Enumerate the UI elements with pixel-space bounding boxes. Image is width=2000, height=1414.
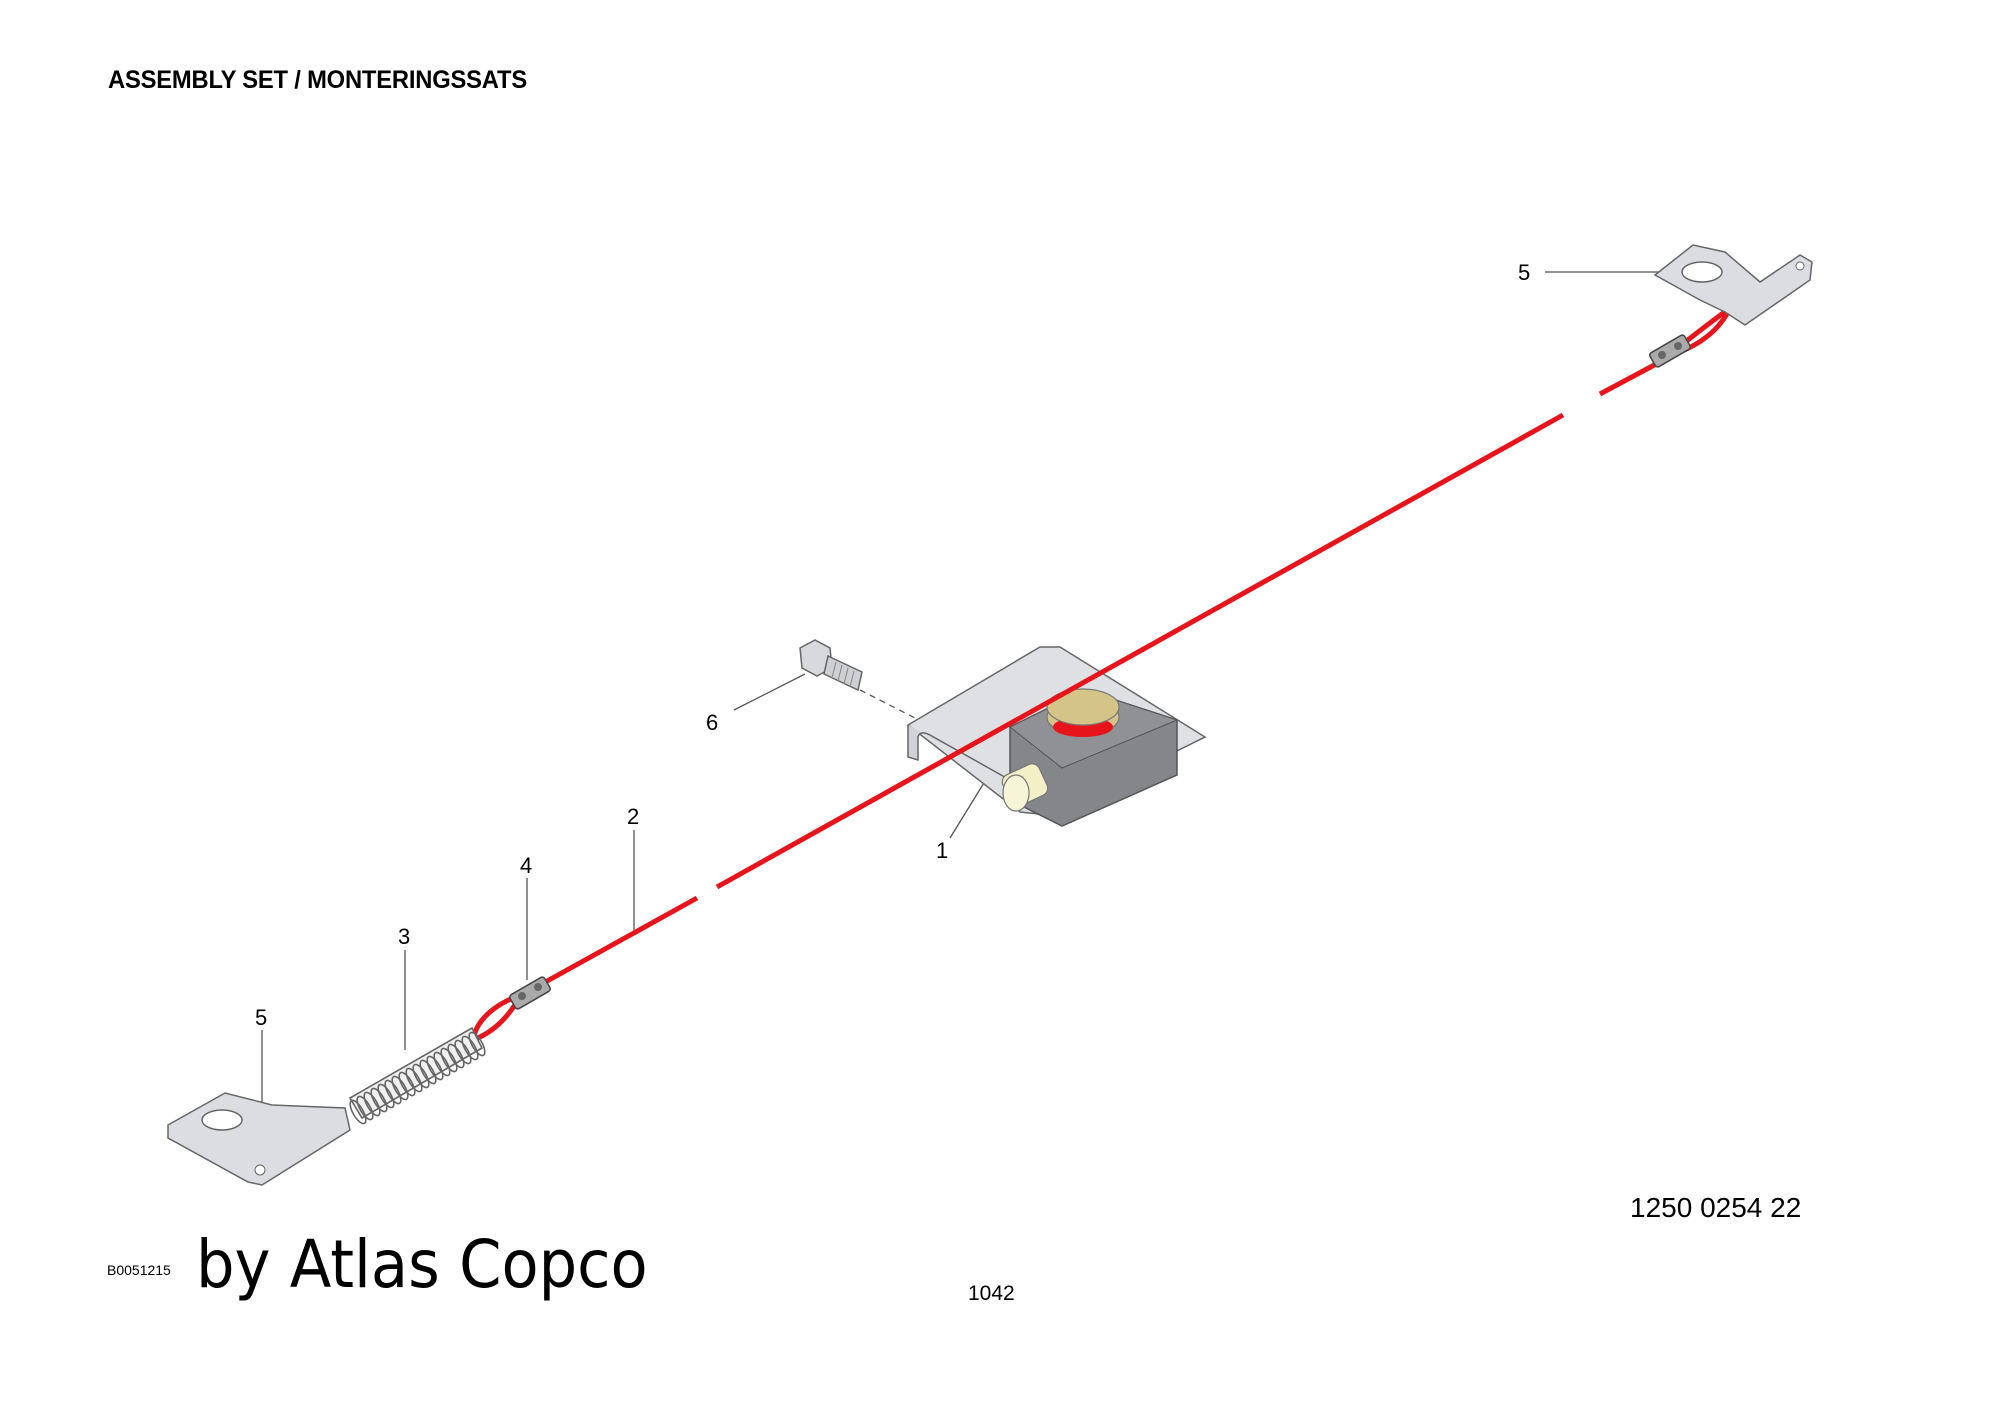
spring-coil bbox=[412, 1063, 430, 1089]
callout-2: 2 bbox=[627, 804, 640, 829]
spring-coil bbox=[370, 1087, 388, 1113]
wire-clamp-upper bbox=[1649, 334, 1691, 368]
spring-coil bbox=[447, 1043, 465, 1069]
page-title: ASSEMBLY SET / MONTERINGSSATS bbox=[108, 66, 527, 94]
spring-coil bbox=[349, 1099, 367, 1125]
callout-3: 3 bbox=[398, 924, 411, 949]
spring-coil bbox=[356, 1095, 374, 1121]
spring-coil bbox=[426, 1055, 444, 1081]
spring-coil bbox=[461, 1035, 479, 1061]
bracket-part-5-upper bbox=[1653, 244, 1813, 326]
spring-coil bbox=[419, 1059, 437, 1085]
part-number: 1250 0254 22 bbox=[1630, 1192, 1802, 1223]
page-number: 1042 bbox=[968, 1282, 1015, 1305]
spring-coil bbox=[405, 1067, 423, 1093]
cable-part-2 bbox=[469, 305, 1733, 1044]
tensioner-part-1 bbox=[906, 646, 1207, 827]
spring-coil bbox=[468, 1031, 486, 1057]
callout-5-lower: 5 bbox=[255, 1005, 268, 1030]
spring-coil bbox=[440, 1047, 458, 1073]
spring-coil bbox=[384, 1079, 402, 1105]
spring-coil bbox=[433, 1051, 451, 1077]
callout-4: 4 bbox=[520, 853, 533, 878]
spring-coil bbox=[377, 1083, 395, 1109]
brand-watermark: by Atlas Copco bbox=[196, 1226, 648, 1303]
callout-5-upper: 5 bbox=[1518, 260, 1531, 285]
spring-coil bbox=[391, 1075, 409, 1101]
spring-part-3 bbox=[348, 1026, 486, 1125]
callout-6: 6 bbox=[706, 710, 719, 735]
spring-coil bbox=[454, 1039, 472, 1065]
callout-1: 1 bbox=[936, 838, 949, 863]
spring-coil bbox=[363, 1091, 381, 1117]
spring-coil bbox=[398, 1071, 416, 1097]
drawing-id: B0051215 bbox=[107, 1262, 171, 1278]
bracket-part-5-lower bbox=[167, 1092, 351, 1186]
wire-clamp-part-4 bbox=[509, 976, 551, 1010]
bolt-part-6 bbox=[799, 639, 863, 692]
